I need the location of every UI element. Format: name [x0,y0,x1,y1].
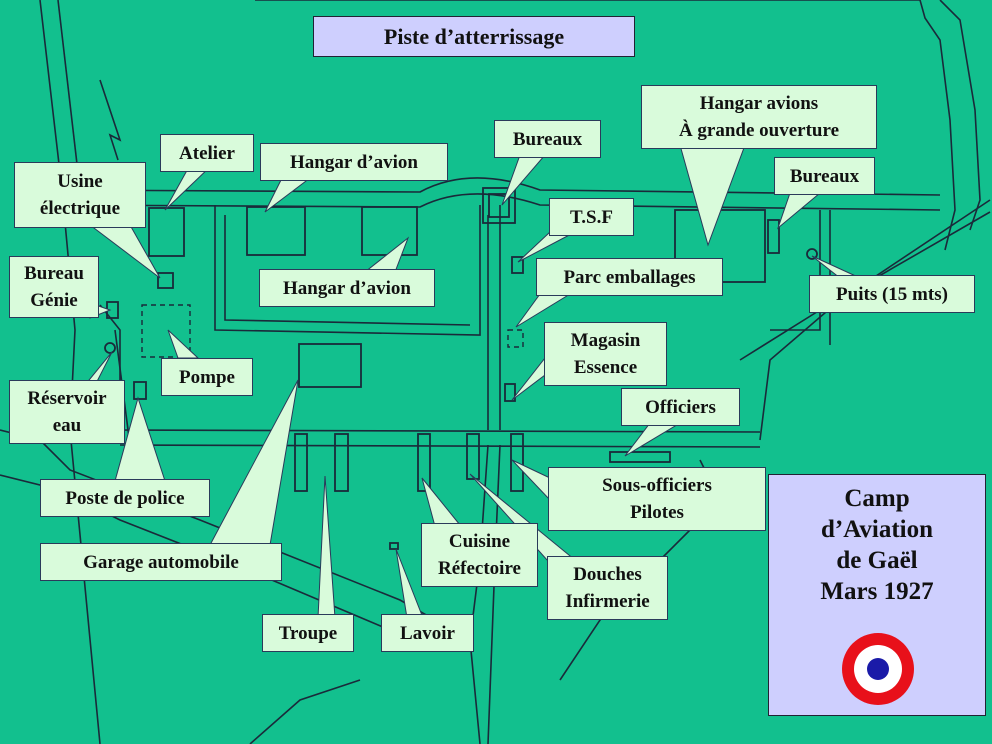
label-hangar-avion-2: Hangar d’avion [259,269,435,307]
label-bureaux-2: Bureaux [774,157,875,195]
label-reservoir-eau: Réservoir eau [9,380,125,444]
label-parc-emballages: Parc emballages [536,258,723,296]
label-magasin-essence: Magasin Essence [544,322,667,386]
french-roundel-icon [842,633,914,705]
label-sous-officiers: Sous-officiers Pilotes [548,467,766,531]
label-troupe: Troupe [262,614,354,652]
legend-box: Camp d’Aviation de Gaël Mars 1927 [768,474,986,716]
legend-title: Camp d’Aviation de Gaël Mars 1927 [820,485,934,605]
label-officiers: Officiers [621,388,740,426]
map-title: Piste d’atterrissage [313,16,635,57]
field-boundary [39,0,101,744]
label-bureaux-1: Bureaux [494,120,601,158]
label-cuisine-refectoire: Cuisine Réfectoire [421,523,538,587]
north-arrow-icon [99,79,122,161]
label-bureau-genie: Bureau Génie [9,256,99,318]
label-douches-infirmerie: Douches Infirmerie [547,556,668,620]
label-pompe: Pompe [161,358,253,396]
label-atelier: Atelier [160,134,254,172]
label-garage-automobile: Garage automobile [40,543,282,581]
label-hangar-grande-ouverture: Hangar avions À grande ouverture [641,85,877,149]
label-poste-police: Poste de police [40,479,210,517]
label-puits: Puits (15 mts) [809,275,975,313]
road-upper [59,177,941,196]
label-usine-electrique: Usine électrique [14,162,146,228]
label-tsf: T.S.F [549,198,634,236]
label-hangar-avion-1: Hangar d’avion [260,143,448,181]
label-lavoir: Lavoir [381,614,474,652]
